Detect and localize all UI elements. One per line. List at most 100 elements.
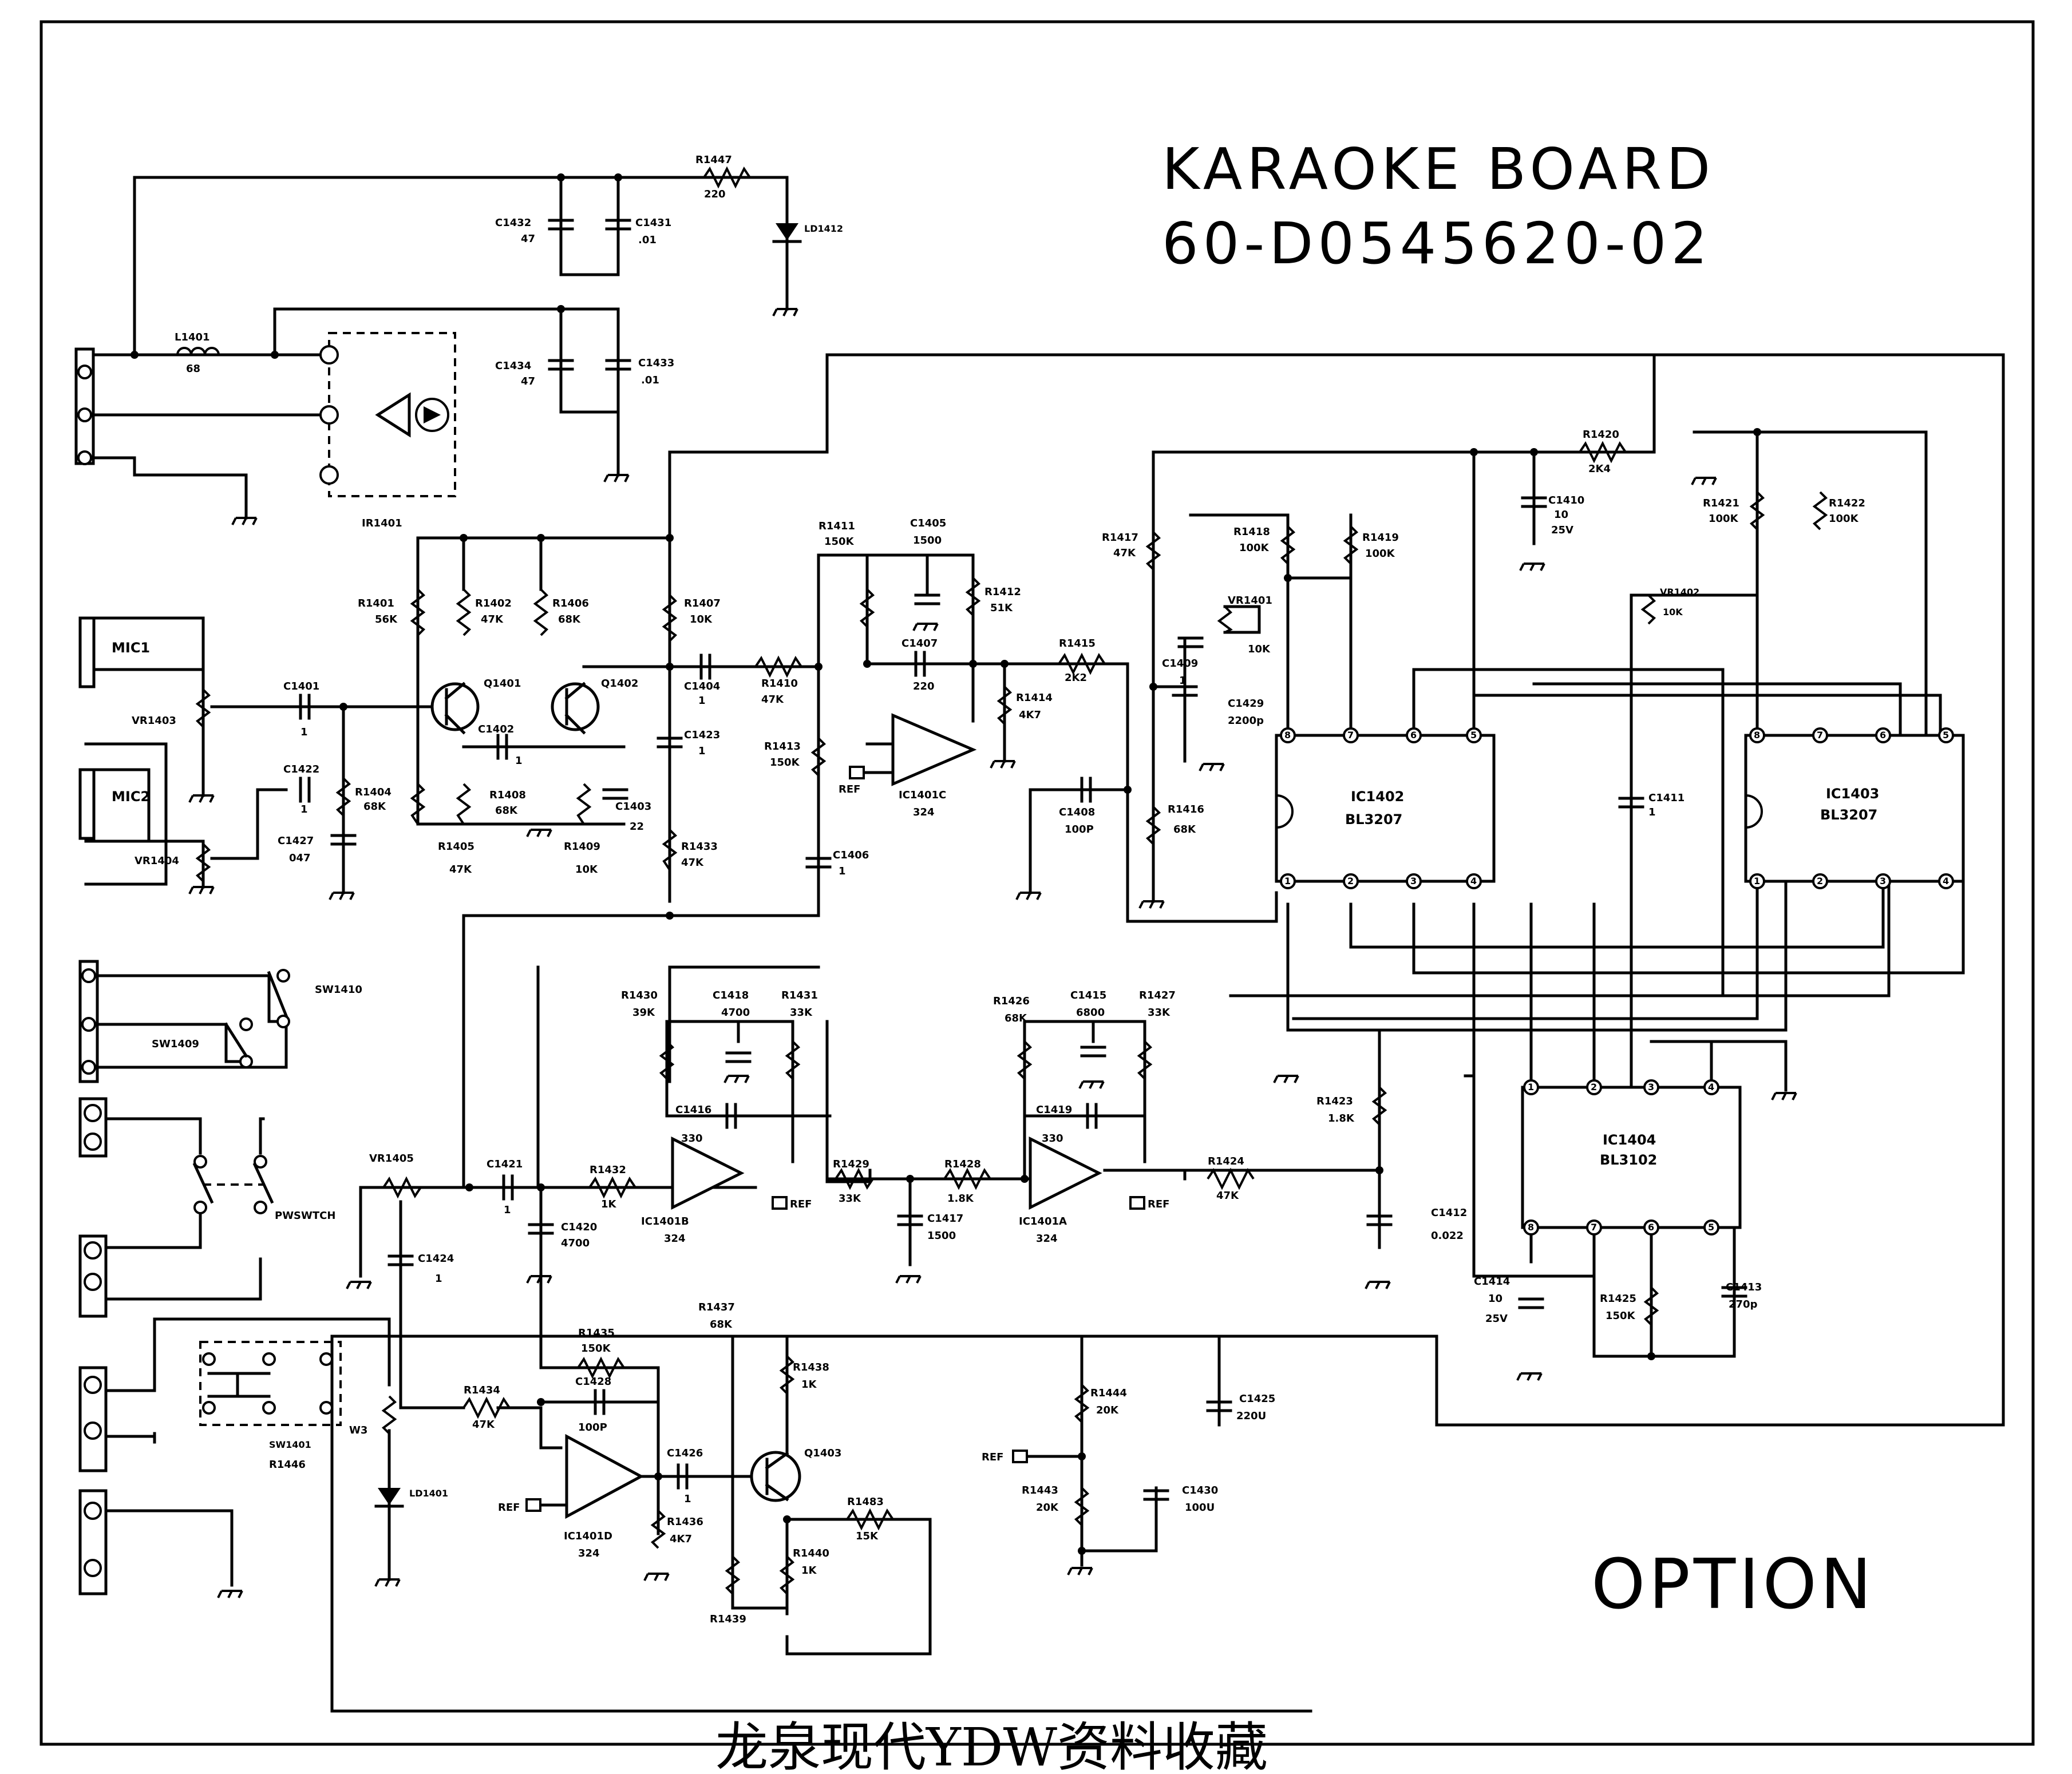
svg-text:R1402: R1402 — [475, 597, 512, 609]
mic2-label: MIC2 — [112, 789, 150, 805]
svg-text:C1414: C1414 — [1474, 1276, 1510, 1288]
svg-text:R1426: R1426 — [993, 995, 1030, 1007]
svg-text:VR1401: VR1401 — [1228, 595, 1272, 607]
svg-text:R1432: R1432 — [590, 1164, 626, 1176]
svg-text:C1411: C1411 — [1648, 792, 1685, 804]
svg-text:C1420: C1420 — [561, 1221, 597, 1233]
svg-text:150K: 150K — [1606, 1310, 1636, 1322]
svg-text:25V: 25V — [1551, 524, 1573, 536]
ic1403-ref: IC1403 — [1826, 786, 1879, 802]
svg-text:C1434: C1434 — [495, 360, 531, 372]
svg-text:100K: 100K — [1239, 542, 1270, 554]
svg-text:100K: 100K — [1365, 548, 1395, 560]
svg-text:47K: 47K — [761, 694, 784, 706]
pot-vr1402: VR1402 10K — [1640, 587, 1699, 625]
svg-text:VR1402: VR1402 — [1660, 587, 1699, 597]
led-ld1401: LD1401 — [374, 1488, 448, 1508]
svg-text:R1436: R1436 — [667, 1516, 703, 1528]
svg-text:4K7: 4K7 — [1019, 709, 1041, 721]
svg-text:47K: 47K — [681, 857, 704, 869]
svg-text:1: 1 — [1284, 876, 1291, 886]
svg-text:15K: 15K — [856, 1530, 879, 1542]
svg-text:R1446: R1446 — [269, 1459, 306, 1471]
svg-text:C1426: C1426 — [667, 1447, 703, 1459]
svg-text:100P: 100P — [578, 1421, 607, 1434]
ref-label-c: REF — [839, 783, 860, 795]
svg-text:1.8K: 1.8K — [947, 1193, 974, 1205]
svg-text:150K: 150K — [824, 536, 855, 548]
svg-text:2K4: 2K4 — [1588, 463, 1611, 475]
svg-text:VR1403: VR1403 — [132, 715, 176, 727]
svg-text:C1425: C1425 — [1239, 1393, 1275, 1405]
svg-text:1K: 1K — [801, 1565, 817, 1577]
svg-text:8: 8 — [1528, 1222, 1534, 1233]
svg-text:R1425: R1425 — [1600, 1293, 1636, 1305]
svg-text:R1416: R1416 — [1168, 803, 1204, 815]
connector-cn1 — [74, 347, 95, 465]
ic1402-part: BL3207 — [1345, 811, 1402, 827]
transistor-q1402: Q1402 — [551, 678, 638, 735]
svg-text:R1411: R1411 — [818, 520, 855, 532]
pot-vr1403: VR1403 — [132, 688, 211, 728]
ic1401c-part: 324 — [913, 806, 935, 818]
svg-text:33K: 33K — [839, 1193, 861, 1205]
svg-text:R1428: R1428 — [944, 1158, 981, 1170]
opamp-ic1401a: IC1401A 324 REF — [1019, 1136, 1169, 1245]
svg-text:22: 22 — [630, 821, 644, 833]
svg-text:8: 8 — [1754, 730, 1760, 741]
svg-text:R1422: R1422 — [1829, 497, 1865, 509]
svg-text:33K: 33K — [1148, 1007, 1171, 1019]
svg-text:7: 7 — [1591, 1222, 1597, 1233]
svg-text:270p: 270p — [1729, 1298, 1758, 1310]
svg-text:R1415: R1415 — [1059, 637, 1096, 650]
svg-text:68K: 68K — [363, 801, 386, 813]
svg-text:1: 1 — [515, 755, 523, 767]
svg-text:3: 3 — [1410, 876, 1417, 886]
connector-cn6 — [78, 1489, 108, 1595]
svg-text:R1414: R1414 — [1016, 692, 1053, 704]
connector-cn2 — [78, 960, 99, 1083]
svg-text:47K: 47K — [1113, 547, 1136, 559]
svg-text:10K: 10K — [575, 864, 598, 876]
capacitor-c1433: C1433.01 — [605, 357, 674, 386]
svg-text:C1413: C1413 — [1726, 1281, 1762, 1293]
switch-sw1401: SW1401 — [202, 1352, 333, 1450]
svg-text:3: 3 — [1880, 876, 1886, 886]
svg-text:R1439: R1439 — [710, 1613, 746, 1625]
led-ld1412: LD1412 — [772, 223, 843, 243]
svg-text:047: 047 — [289, 852, 311, 864]
svg-text:10K: 10K — [1663, 607, 1683, 617]
svg-text:C1407: C1407 — [901, 637, 938, 650]
svg-text:LD1412: LD1412 — [804, 223, 843, 234]
svg-text:R1407: R1407 — [684, 597, 721, 609]
svg-text:47K: 47K — [472, 1419, 495, 1431]
svg-text:C1403: C1403 — [615, 801, 651, 813]
svg-text:4700: 4700 — [561, 1237, 590, 1249]
board-title: KARAOKE BOARD — [1162, 136, 1715, 203]
svg-text:39K: 39K — [632, 1007, 655, 1019]
svg-text:8: 8 — [1284, 730, 1291, 741]
svg-text:68: 68 — [186, 363, 200, 375]
svg-text:R1423: R1423 — [1316, 1095, 1353, 1107]
svg-text:6: 6 — [1880, 730, 1886, 741]
opamp-ic1401d: IC1401D 324 REF — [498, 1434, 644, 1559]
